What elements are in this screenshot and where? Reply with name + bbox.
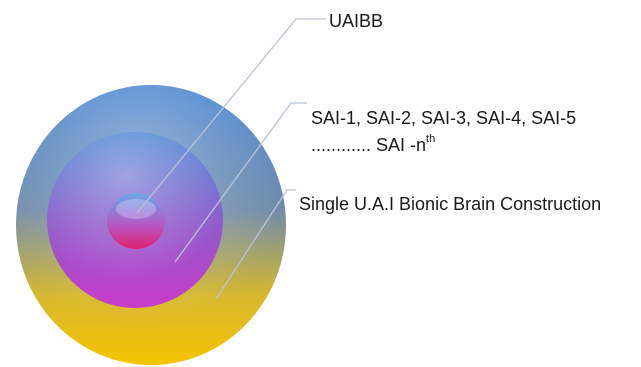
label-middle-line2-text: ............ SAI -n [311, 135, 427, 155]
label-middle-line1: SAI-1, SAI-2, SAI-3, SAI-4, SAI-5 [311, 108, 577, 128]
label-outer: Single U.A.I Bionic Brain Construction [299, 194, 602, 214]
label-core-uaibb: UAIBB [329, 11, 384, 31]
leader-line-core [136, 18, 326, 214]
core-circle [107, 193, 165, 249]
label-middle-line2-sup: th [426, 133, 436, 145]
leader-line-outer [215, 189, 296, 300]
leader-line-middle [174, 102, 307, 263]
label-middle-line2: ............ SAI -nth [311, 130, 435, 156]
core-highlight [116, 199, 156, 219]
